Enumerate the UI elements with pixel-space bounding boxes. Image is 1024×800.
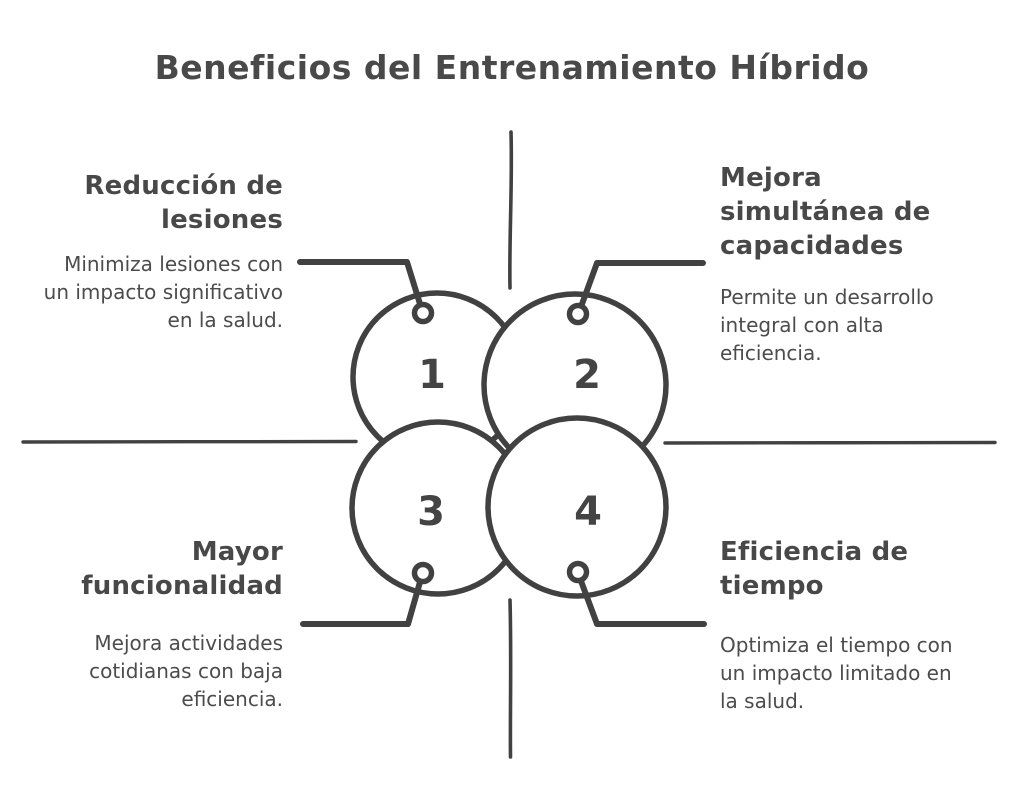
connector-node-icon-3 — [411, 561, 435, 585]
quadrant-4-block: Eficiencia de tiempo — [720, 536, 955, 604]
circle-number-1: 1 — [418, 352, 446, 398]
quadrant-2-body: Permite un desarrollo integral con alta … — [720, 285, 934, 365]
circle-number-2: 2 — [573, 352, 601, 398]
quadrant-4-body-block: Optimiza el tiempo con un impacto limita… — [720, 631, 955, 715]
quadrant-2-body-block: Permite un desarrollo integral con alta … — [720, 283, 955, 367]
divider-vertical-bottom — [508, 598, 513, 759]
connector-line-3 — [300, 579, 423, 627]
connector-line-4 — [578, 578, 707, 627]
divider-horizontal-left — [21, 439, 358, 444]
connector-line-1 — [297, 259, 423, 307]
quadrant-3-body: Mejora actividades cotidianas con baja e… — [89, 631, 283, 711]
quadrant-3-body-block: Mejora actividades cotidianas con baja e… — [30, 629, 283, 713]
quadrant-3-heading: Mayor funcionalidad — [81, 537, 283, 601]
divider-horizontal-right — [663, 440, 997, 445]
divider-vertical-top — [508, 130, 514, 290]
quadrant-1-heading: Reducción de lesiones — [84, 171, 283, 235]
quadrant-3-block: Mayor funcionalidad — [30, 536, 283, 604]
circle-number-4: 4 — [574, 489, 602, 535]
quadrant-2-heading: Mejora simultánea de capacidades — [720, 163, 931, 261]
quadrant-4-body: Optimiza el tiempo con un impacto limita… — [720, 633, 953, 713]
connector-node-icon-2 — [566, 302, 590, 326]
page-title: Beneficios del Entrenamiento Híbrido — [154, 48, 870, 87]
quadrant-4-heading: Eficiencia de tiempo — [720, 537, 909, 601]
connector-node-icon-4 — [566, 560, 590, 584]
quadrant-1-block: Reducción de lesiones — [30, 170, 283, 238]
circle-number-3: 3 — [417, 489, 445, 535]
connector-node-icon-1 — [411, 301, 435, 325]
quadrant-2-block: Mejora simultánea de capacidades — [720, 162, 955, 263]
venn-circle-4 — [485, 415, 669, 599]
quadrant-1-body: Minimiza lesiones con un impacto signifi… — [43, 252, 283, 332]
quadrant-1-body-block: Minimiza lesiones con un impacto signifi… — [33, 250, 283, 334]
connector-line-2 — [579, 260, 706, 307]
